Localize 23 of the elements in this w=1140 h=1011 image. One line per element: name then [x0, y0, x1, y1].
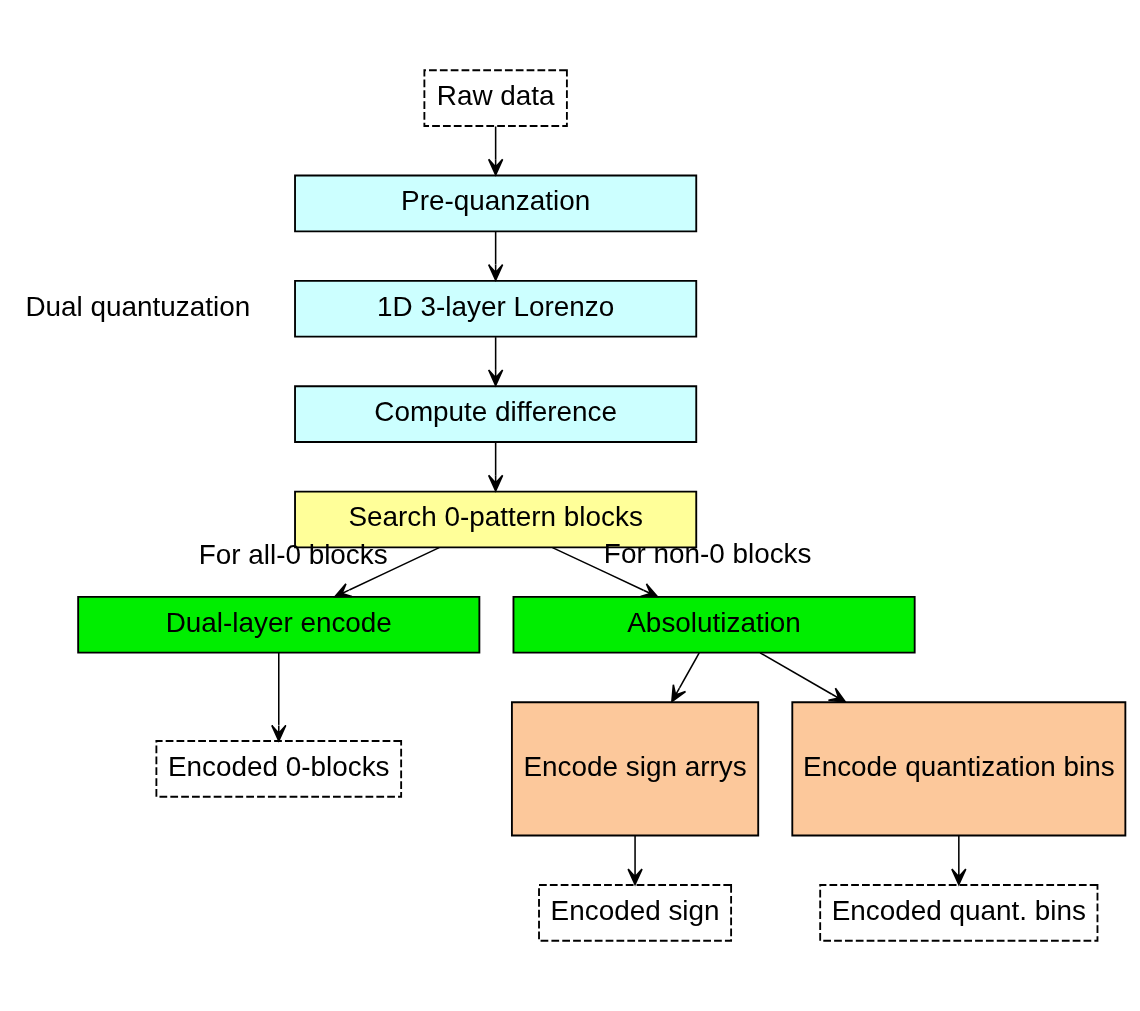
- node-box: Absolutization: [512, 595, 916, 654]
- node-box: Encoded sign: [538, 884, 733, 942]
- node-box: Encoded quant. bins: [819, 884, 1099, 942]
- node-box: 1D 3-layer Lorenzo: [294, 279, 698, 338]
- arrow: [271, 652, 287, 742]
- arrow: [487, 231, 504, 281]
- node-box: Pre-quanzation: [294, 174, 698, 233]
- arrow: [487, 125, 504, 176]
- arrow: [951, 834, 967, 886]
- node-box: Raw data: [423, 69, 568, 127]
- arrow: [627, 834, 643, 886]
- node-box: Compute difference: [294, 385, 698, 443]
- arrow: [671, 652, 700, 703]
- node-box: Encoded 0-blocks: [155, 740, 403, 798]
- node-box: Encode quantization bins: [791, 701, 1127, 837]
- arrow: [487, 336, 504, 387]
- arrow: [551, 546, 659, 598]
- arrow: [334, 546, 440, 598]
- node-box: Encode sign arrys: [511, 701, 760, 837]
- node-box: Dual-layer encode: [77, 595, 481, 654]
- label: Dual quantuzation: [25, 290, 251, 322]
- arrow: [759, 652, 847, 703]
- arrow: [487, 441, 504, 492]
